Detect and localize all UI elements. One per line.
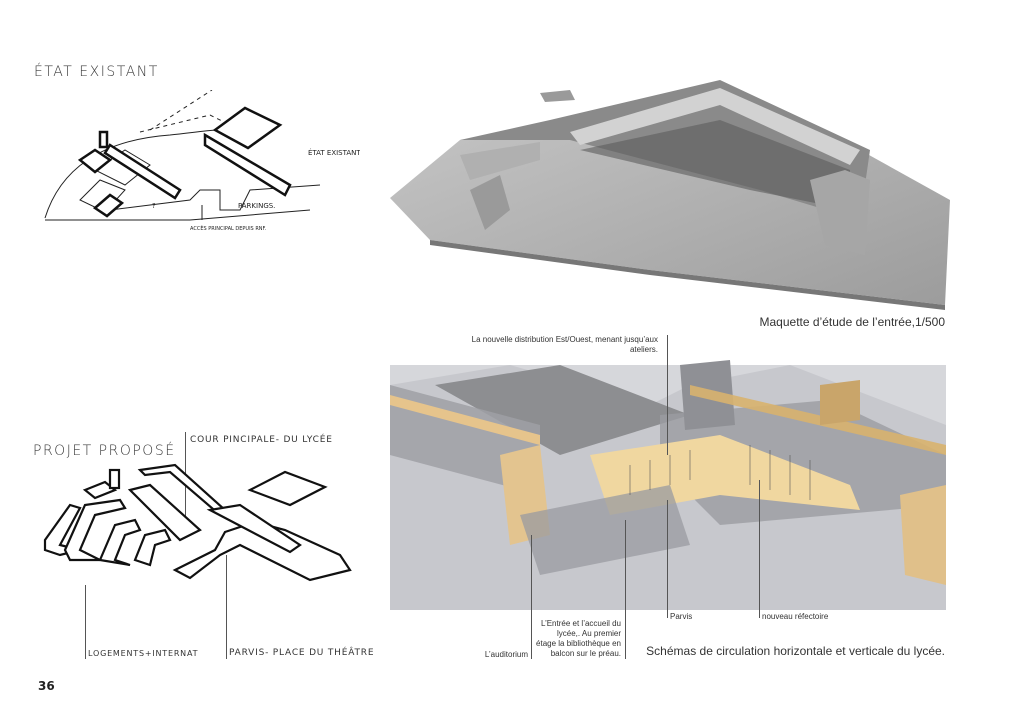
sketch-note-question: ?	[152, 202, 156, 210]
leader-line	[759, 480, 760, 618]
leader-line	[625, 520, 626, 659]
existing-title: ÉTAT EXISTANT	[34, 64, 159, 80]
scheme-caption: Schémas de circulation horizontale et ve…	[646, 644, 945, 658]
leader-line	[85, 585, 86, 659]
proposed-project-sketch	[43, 463, 352, 582]
proposed-title: PROJET PROPOSÉ	[33, 443, 176, 459]
leader-line	[531, 535, 532, 659]
callout-entree: L’Entrée et l’accueil du lycée,. Au prem…	[536, 619, 621, 658]
leader-line	[226, 555, 227, 659]
model-photo	[390, 80, 950, 310]
callout-auditorium: L’auditorium	[484, 650, 528, 659]
callout-refectoire: nouveau réfectoire	[762, 612, 829, 621]
callout-distribution: La nouvelle distribution Est/Ouest, mena…	[471, 335, 658, 354]
label-logements: logements+internat	[88, 649, 199, 658]
callout-parvis: Parvis	[670, 612, 693, 621]
sketch-note-acces: ACCÈS PRINCIPAL DEPUIS RNF.	[190, 224, 267, 232]
label-cour-principale: Cour Pincipale- du lycée	[190, 435, 333, 445]
existing-site-sketch: ÉTAT EXISTANT. PARKINGS. ? ACCÈS PRINCIP…	[44, 90, 360, 232]
leader-line	[667, 335, 668, 455]
leader-line	[667, 500, 668, 618]
circulation-scheme-diagram	[390, 360, 946, 610]
model-caption: Maquette d’étude de l’entrée,1/500	[759, 315, 945, 329]
sketch-note-etat: ÉTAT EXISTANT.	[308, 148, 360, 157]
label-parvis-theatre: Parvis- place du théâtre	[229, 648, 375, 658]
page-number: 36	[38, 679, 55, 693]
sketch-note-parkings: PARKINGS.	[238, 202, 275, 210]
